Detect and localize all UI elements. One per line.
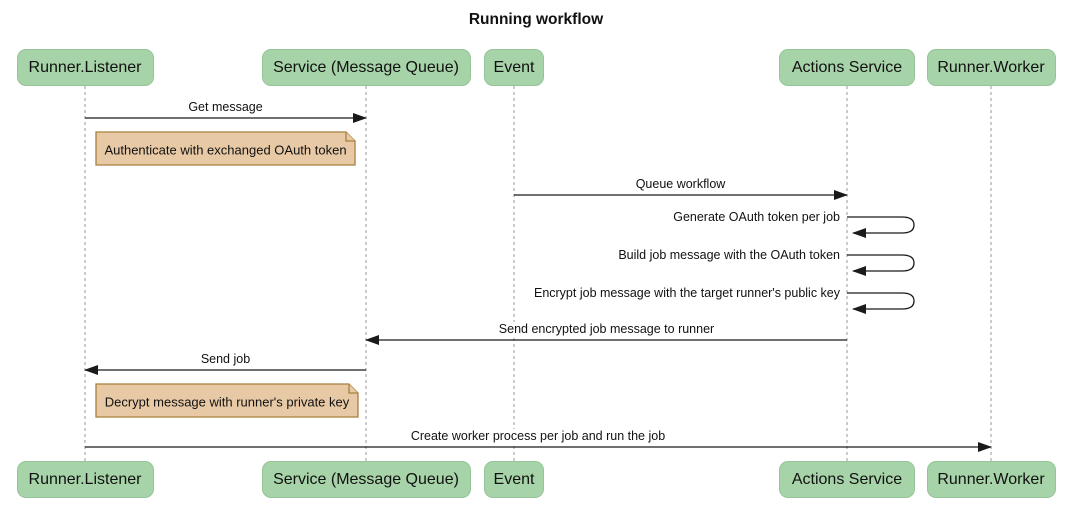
message-label: Send job — [197, 352, 254, 366]
message-label: Queue workflow — [632, 177, 729, 191]
participant-actions-service-top: Actions Service — [779, 49, 915, 86]
participant-actions-service-bottom: Actions Service — [779, 461, 915, 498]
self-message-label: Encrypt job message with the target runn… — [530, 286, 843, 300]
message-label: Get message — [185, 100, 266, 114]
note-box — [95, 383, 359, 418]
message-label: Create worker process per job and run th… — [407, 429, 669, 443]
self-message-label: Generate OAuth token per job — [670, 210, 843, 224]
note-label: Authenticate with exchanged OAuth token — [104, 142, 347, 157]
note-box — [95, 131, 356, 166]
participant-runner-worker-top: Runner.Worker — [926, 49, 1056, 86]
self-message-label: Build job message with the OAuth token — [615, 248, 843, 262]
participant-runner-worker-bottom: Runner.Worker — [926, 461, 1056, 498]
participant-service-message-queue-bottom: Service (Message Queue) — [261, 461, 471, 498]
diagram-title: Running workflow — [468, 11, 604, 28]
note-fold-corner — [345, 132, 355, 142]
participant-runner-listener-top: Runner.Listener — [16, 49, 154, 86]
participant-event-top: Event — [484, 49, 544, 86]
participant-event-bottom: Event — [484, 461, 544, 498]
self-message-arrow — [847, 254, 915, 276]
self-message-arrow — [847, 292, 915, 314]
message-label: Send encrypted job message to runner — [495, 322, 718, 336]
participant-service-message-queue-top: Service (Message Queue) — [261, 49, 471, 86]
participant-runner-listener-bottom: Runner.Listener — [16, 461, 154, 498]
note-fold-corner — [348, 384, 358, 394]
self-message-arrow — [847, 216, 915, 238]
note-label: Decrypt message with runner's private ke… — [104, 394, 350, 409]
